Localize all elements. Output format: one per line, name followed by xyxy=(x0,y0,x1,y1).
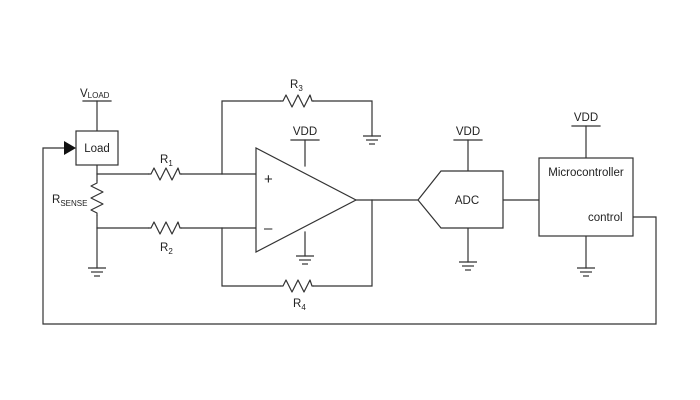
microcontroller-label: Microcontroller xyxy=(548,167,624,179)
load-label: Load xyxy=(84,143,110,155)
wire-r4-left xyxy=(221,227,281,287)
resistor-r2-icon xyxy=(148,221,182,235)
r2-label: R2 xyxy=(160,242,173,256)
control-label: control xyxy=(588,212,623,224)
wire-node-r2 xyxy=(96,215,149,229)
ground-icon-mcu xyxy=(577,267,595,277)
ground-icon-rsense xyxy=(88,267,106,277)
resistor-r1-icon xyxy=(148,167,182,181)
adc-label: ADC xyxy=(455,195,479,207)
opamp-triangle-icon xyxy=(255,147,358,253)
r3-label: R3 xyxy=(290,79,303,93)
resistor-rsense-icon xyxy=(90,180,104,216)
wire-r4-right xyxy=(313,199,373,287)
vdd-adc-label: VDD xyxy=(456,126,480,138)
wire-r3-left xyxy=(221,100,281,175)
r4-label: R4 xyxy=(293,298,306,312)
ground-icon-r3 xyxy=(363,135,381,145)
wire-r3-right xyxy=(313,100,373,137)
wires xyxy=(42,100,657,325)
vload-label: VLOAD xyxy=(80,88,110,100)
ground-icon-adc xyxy=(459,261,477,271)
feedback-arrow-icon xyxy=(64,141,76,155)
ground-icon-opamp xyxy=(296,255,314,265)
adc-block xyxy=(417,170,504,229)
opamp-plus-label: + xyxy=(264,171,273,188)
vdd-mcu-label: VDD xyxy=(574,112,598,124)
resistor-r4-icon xyxy=(280,279,314,293)
resistor-r3-icon xyxy=(280,94,314,108)
supply-bars xyxy=(290,125,601,141)
opamp-minus-label: – xyxy=(264,220,273,237)
r1-label: R1 xyxy=(160,154,173,168)
microcontroller-box xyxy=(538,157,634,237)
vdd-opamp-label: VDD xyxy=(293,126,317,138)
rsense-label: RSENSE xyxy=(52,194,87,208)
wire-control-loop xyxy=(42,147,657,325)
